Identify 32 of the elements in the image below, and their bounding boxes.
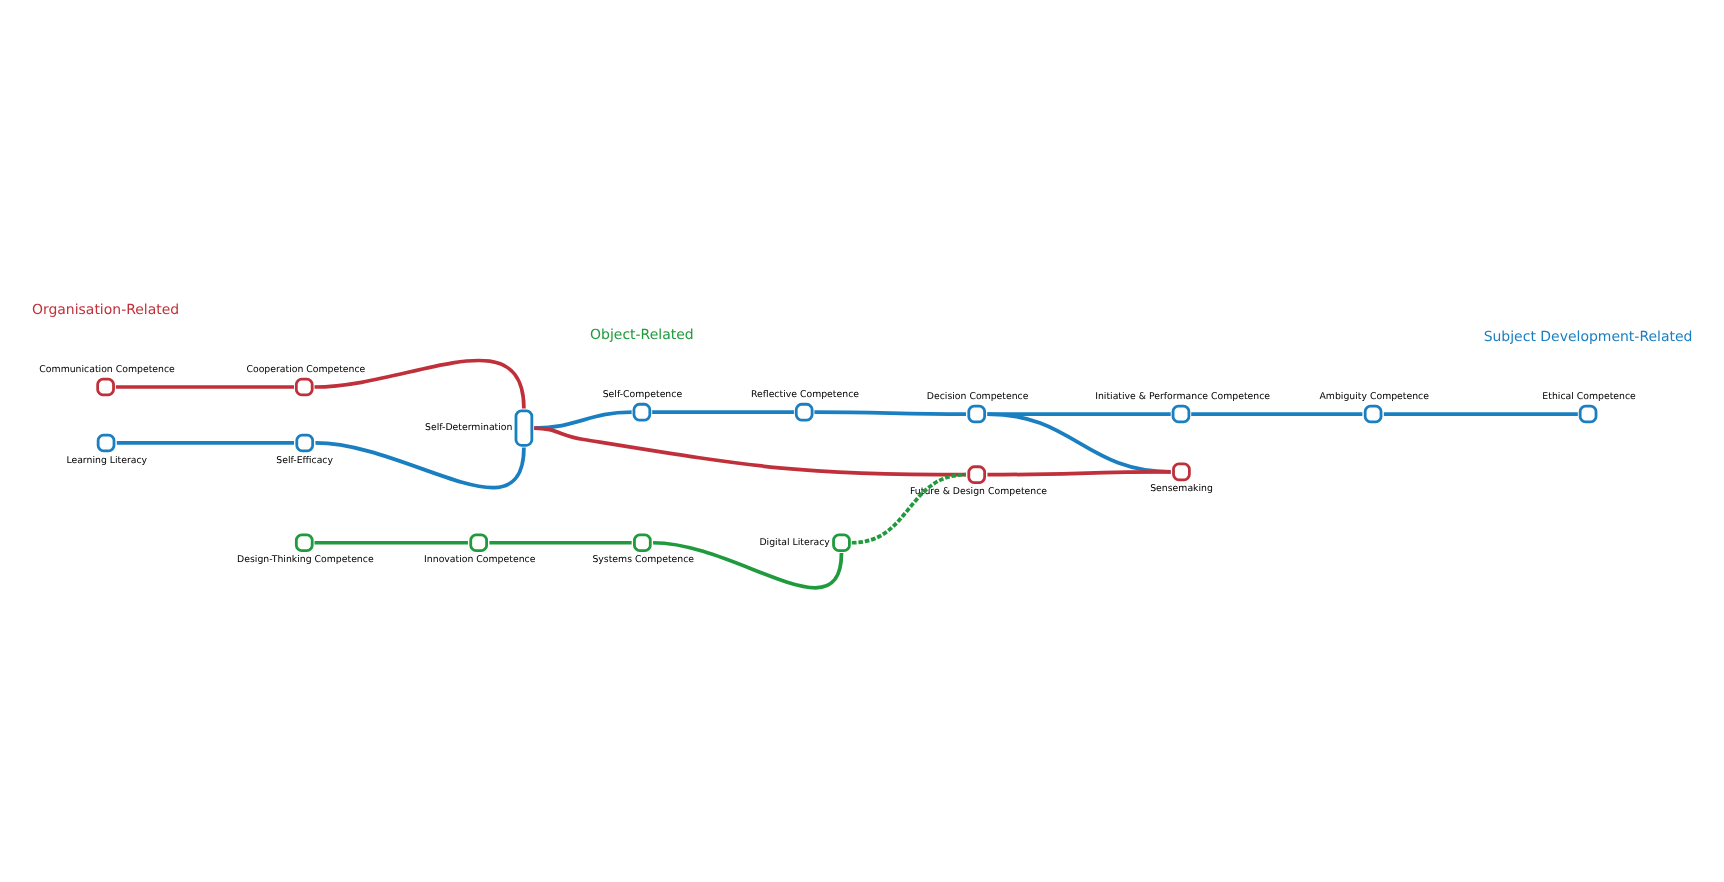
connector bbox=[115, 385, 294, 389]
connector bbox=[987, 470, 1171, 477]
node-circle bbox=[294, 377, 314, 397]
connector bbox=[314, 540, 468, 545]
connector bbox=[1383, 412, 1578, 416]
connector bbox=[987, 412, 1171, 474]
node-circle bbox=[96, 433, 116, 453]
connector bbox=[534, 426, 966, 477]
node-circle bbox=[794, 402, 814, 422]
node-circle bbox=[967, 465, 987, 484]
connector bbox=[116, 441, 294, 445]
node-circle bbox=[1172, 462, 1191, 482]
node-pill bbox=[514, 409, 534, 447]
connector bbox=[315, 441, 526, 490]
node-circle bbox=[96, 377, 115, 397]
connector bbox=[814, 410, 966, 416]
node-circle bbox=[633, 533, 652, 553]
connector bbox=[851, 472, 967, 545]
node-circle bbox=[469, 533, 488, 553]
connector bbox=[652, 410, 794, 415]
node-circle bbox=[1578, 404, 1598, 424]
node-circle bbox=[295, 433, 315, 453]
connector bbox=[489, 540, 632, 545]
node-circle bbox=[967, 404, 987, 424]
node-circle bbox=[1171, 404, 1191, 424]
node-circle bbox=[832, 533, 851, 553]
node-circle bbox=[632, 402, 652, 422]
connector bbox=[1191, 412, 1363, 416]
node-circle bbox=[1363, 404, 1383, 424]
connector bbox=[652, 540, 844, 590]
connector bbox=[314, 358, 526, 409]
node-circle bbox=[294, 533, 314, 553]
